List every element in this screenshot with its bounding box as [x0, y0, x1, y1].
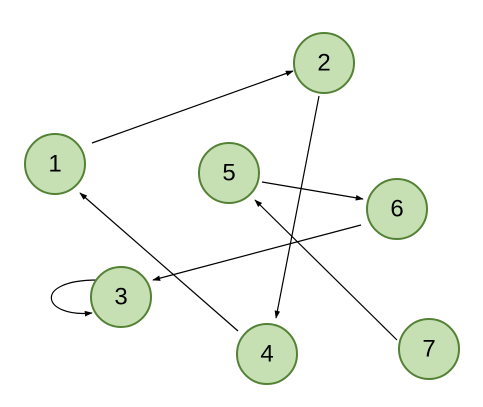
edge-7-to-5: [254, 199, 398, 341]
edge-4-to-1: [79, 192, 239, 332]
node-label: 1: [48, 151, 61, 178]
node-circle: [366, 178, 428, 240]
node-6: 6: [366, 178, 428, 240]
node-label: 7: [422, 336, 435, 363]
node-4: 4: [236, 323, 298, 385]
nodes-layer: 1 2 3 4 5 6 7: [24, 32, 460, 385]
node-label: 5: [222, 160, 235, 187]
node-circle: [236, 323, 298, 385]
node-1: 1: [24, 133, 86, 195]
node-circle: [398, 318, 460, 380]
node-label: 4: [260, 341, 273, 368]
node-label: 6: [390, 196, 403, 223]
edge-6-to-3: [152, 224, 362, 281]
node-label: 2: [317, 50, 330, 77]
node-7: 7: [398, 318, 460, 380]
node-circle: [293, 32, 355, 94]
edge-2-to-4: [274, 95, 320, 319]
edge-3-to-3: [50, 279, 98, 317]
node-circle: [198, 142, 260, 204]
node-circle: [24, 133, 86, 195]
edge-5-to-6: [261, 181, 364, 201]
edges-layer: [50, 70, 398, 341]
edge-1-to-2: [91, 70, 294, 144]
node-2: 2: [293, 32, 355, 94]
node-circle: [90, 266, 152, 328]
node-5: 5: [198, 142, 260, 204]
node-label: 3: [114, 284, 127, 311]
node-3: 3: [90, 266, 152, 328]
